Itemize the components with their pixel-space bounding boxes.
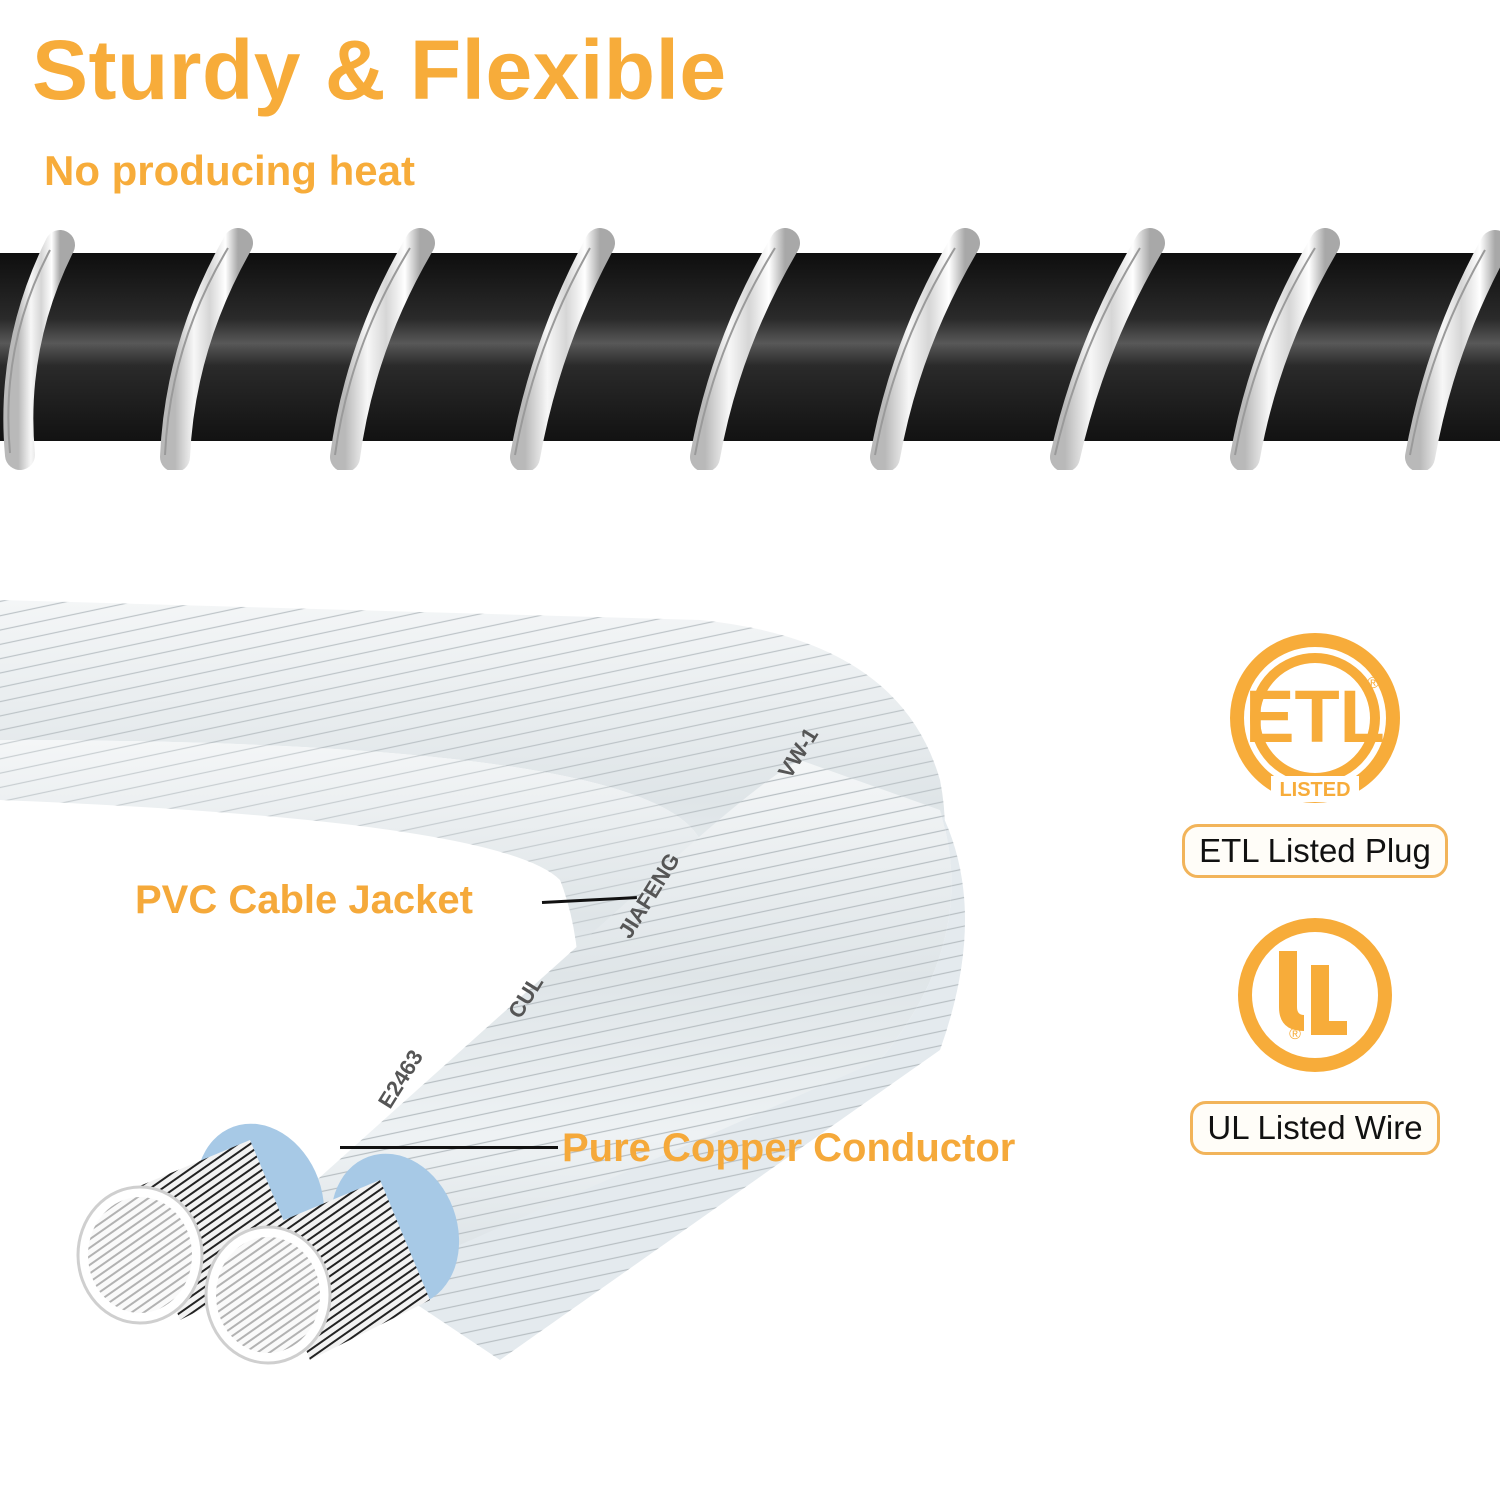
svg-text:®: ® <box>1367 675 1379 692</box>
svg-text:ETL: ETL <box>1245 675 1385 758</box>
etl-listed-logo-icon: ETL LISTED ® <box>1230 633 1400 803</box>
conductor-leader-line <box>340 1146 558 1149</box>
etl-certification: ETL LISTED ® ETL Listed Plug <box>1170 630 1460 879</box>
headline: Sturdy & Flexible <box>32 23 727 117</box>
pvc-jacket-callout: PVC Cable Jacket <box>135 878 473 922</box>
copper-conductor-callout: Pure Copper Conductor <box>562 1126 1016 1170</box>
subheadline: No producing heat <box>44 147 415 194</box>
ul-listed-logo-icon: ® <box>1238 918 1392 1072</box>
svg-text:®: ® <box>1289 1026 1301 1043</box>
ul-label: UL Listed Wire <box>1190 1101 1440 1156</box>
svg-text:LISTED: LISTED <box>1279 779 1350 801</box>
cable-cross-section-image: JIAFENG CUL E2463 VW-1 <box>0 600 965 1365</box>
coiled-wire-image <box>0 228 1500 470</box>
etl-label: ETL Listed Plug <box>1182 824 1448 879</box>
ul-certification: ® UL Listed Wire <box>1170 915 1460 1156</box>
